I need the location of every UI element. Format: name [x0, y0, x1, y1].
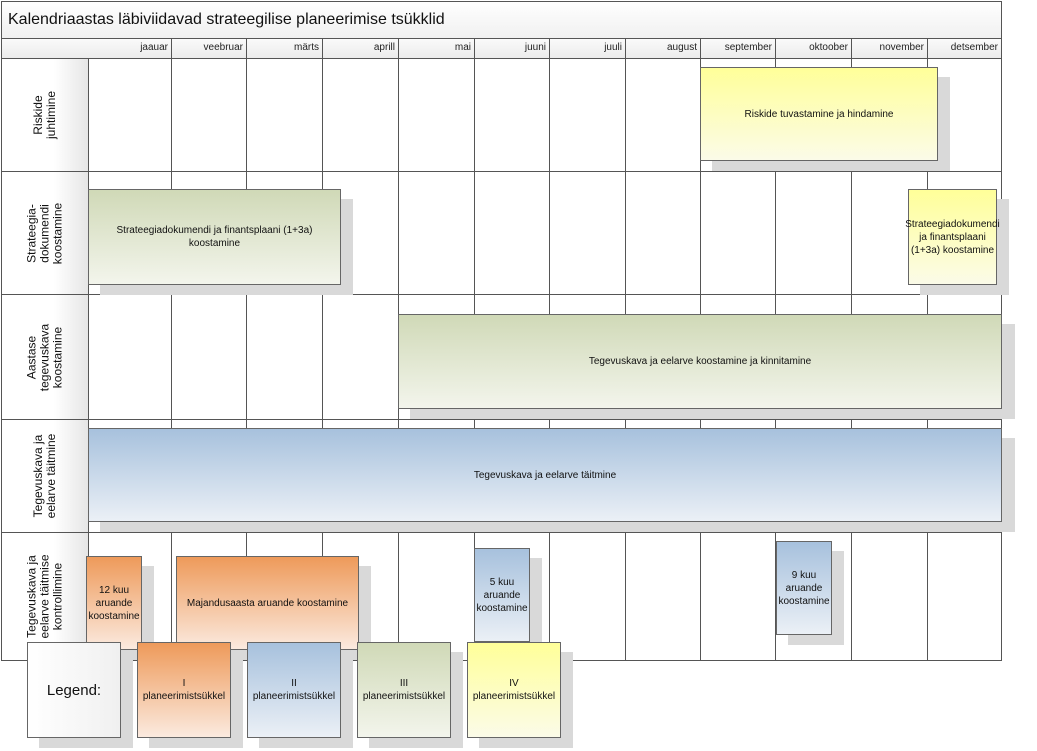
lane-label: Riskide juhtimine — [1, 58, 89, 172]
diagram-title: Kalendriaastas läbiviidavad strateegilis… — [1, 1, 1002, 39]
month-header: oktoober — [775, 38, 852, 59]
month-header: juuli — [549, 38, 626, 59]
lane-label: Tegevuskava ja eelarve täitmine — [1, 419, 89, 533]
month-header: jaauar — [1, 38, 172, 59]
month-header: august — [625, 38, 701, 59]
month-divider — [246, 58, 247, 661]
task-5-month-report[interactable]: 5 kuu aruande koostamine — [474, 548, 530, 642]
month-divider — [171, 58, 172, 661]
lane-label: Strateegia-dokumendi koostamine — [1, 171, 89, 295]
task-9-month-report[interactable]: 9 kuu aruande koostamine — [776, 541, 832, 635]
legend-item-cycle-3: III planeerimistsükkel — [357, 642, 451, 738]
legend-title: Legend: — [27, 642, 121, 738]
month-header: veebruar — [171, 38, 247, 59]
month-divider — [322, 58, 323, 661]
month-header: mai — [398, 38, 475, 59]
task-strategy-document-next[interactable]: Strateegiadokumendi ja finantsplaani (1+… — [905, 189, 1000, 285]
legend-item-cycle-2: II planeerimistsükkel — [247, 642, 341, 738]
task-12-month-report[interactable]: 12 kuu aruande koostamine — [86, 556, 142, 650]
task-strategy-document[interactable]: Strateegiadokumendi ja finantsplaani (1+… — [88, 189, 341, 285]
month-header: aprill — [322, 38, 399, 59]
month-header: märts — [246, 38, 323, 59]
lane-label: Tegevuskava ja eelarve täitmise kontroll… — [1, 532, 89, 661]
legend-item-cycle-4: IV planeerimistsükkel — [467, 642, 561, 738]
month-header: november — [851, 38, 928, 59]
task-annual-plan[interactable]: Tegevuskava ja eelarve koostamine ja kin… — [398, 314, 1002, 409]
task-risk-assessment[interactable]: Riskide tuvastamine ja hindamine — [700, 67, 938, 161]
legend-item-cycle-1: I planeerimistsükkel — [137, 642, 231, 738]
task-plan-execution[interactable]: Tegevuskava ja eelarve täitmine — [88, 428, 1002, 522]
lane-label: Aastase tegevuskava koostamine — [1, 294, 89, 420]
task-annual-report[interactable]: Majandusaasta aruande koostamine — [176, 556, 359, 650]
month-header: detsember — [927, 38, 1002, 59]
month-header: juuni — [474, 38, 550, 59]
month-header: september — [700, 38, 776, 59]
